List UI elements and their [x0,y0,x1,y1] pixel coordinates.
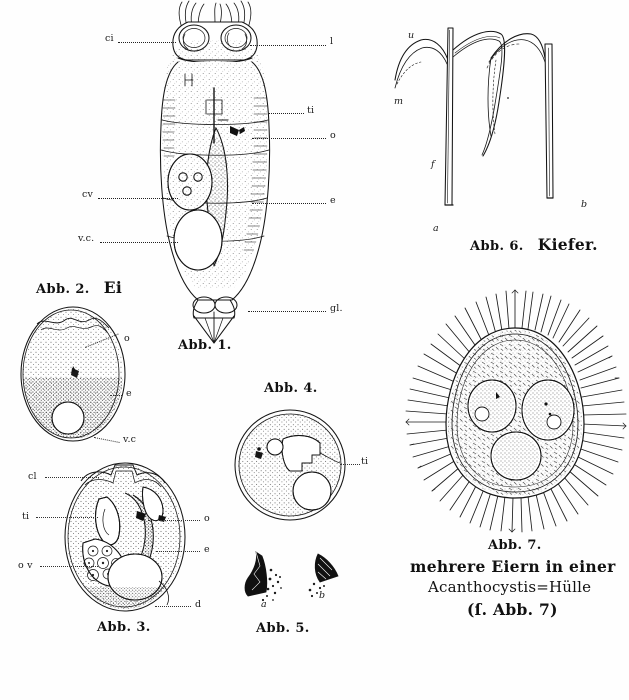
label-abb6-m: m [394,96,404,107]
label-abb1-gl: gl. [330,303,343,314]
figure-abb4-egg [234,409,346,521]
leader-abb3-d [155,606,191,607]
label-abb6-f: f [431,159,435,170]
label-abb5-b: b [319,590,326,601]
label-abb3-e: e [204,544,210,555]
label-abb1-cv: cv [82,189,94,200]
leader-cv [98,198,178,199]
leader-l [250,45,326,46]
leader-o1 [252,138,326,139]
leader-gl [248,311,326,312]
leader-abb4-ti [340,464,360,465]
caption-abb2-number: Abb. 2. [36,282,90,297]
leader-abb3-e [156,551,200,552]
figure-abb6-jaws [394,27,554,206]
caption-abb6-number: Abb. 6. [470,239,524,254]
label-abb3-d: d [195,599,202,610]
caption-abb5: Abb. 5. [256,621,310,636]
caption-abb6: Abb. 6. Kiefer. [470,235,598,254]
caption-abb7: Abb. 7. [488,538,542,553]
label-abb5-a: a [261,599,267,610]
caption-abb2-word: Ei [103,278,123,297]
leader-abb2-e [110,395,122,396]
label-abb1-vc: v.c. [78,233,95,244]
label-abb2-o: o [124,333,130,344]
caption-abb6-word: Kiefer. [537,235,598,254]
caption-abb7-line1: mehrere Eiern in einer [410,557,616,576]
label-abb1-ti: ti [307,105,315,116]
leader-abb3-o [148,520,200,521]
label-abb6-a: a [433,223,439,234]
label-abb1-l: l [330,36,334,47]
leader-ti1 [268,113,304,114]
leader-abb3-ov [40,566,98,567]
caption-abb7-line3: (ſ. Abb. 7) [467,600,558,619]
caption-abb1: Abb. 1. [178,338,232,353]
leader-ci [118,42,176,43]
figure-abb2-egg [20,306,126,442]
label-abb2-e: e [126,388,132,399]
leader-abb3-cl [45,477,99,478]
caption-abb7-line2: Acanthocystis=Hülle [428,578,592,596]
label-abb6-u: u [408,30,415,41]
label-abb1-o: o [330,130,336,141]
label-abb6-b: b [581,199,588,210]
label-abb1-ci: ci [105,33,114,44]
caption-abb4: Abb. 4. [264,381,318,396]
label-abb4-ti: ti [361,456,369,467]
label-abb1-e: e [330,195,336,206]
figure-abb7-acanthocystis [405,289,627,533]
caption-abb2: Abb. 2. Ei [36,278,122,297]
leader-vc [100,242,178,243]
figure-abb1-rotifer [159,0,271,344]
label-abb3-o: o [204,513,210,524]
leader-abb3-ti [36,517,98,518]
label-abb2-vc: v.c [123,434,137,445]
figure-abb5-fragments [244,551,339,602]
caption-abb3: Abb. 3. [97,620,151,635]
figure-abb3-embryo [64,462,186,612]
label-abb3-cl: cl [28,471,37,482]
leader-e1 [252,203,326,204]
label-abb3-ti: ti [22,511,30,522]
label-abb3-ov: o v [18,560,33,571]
